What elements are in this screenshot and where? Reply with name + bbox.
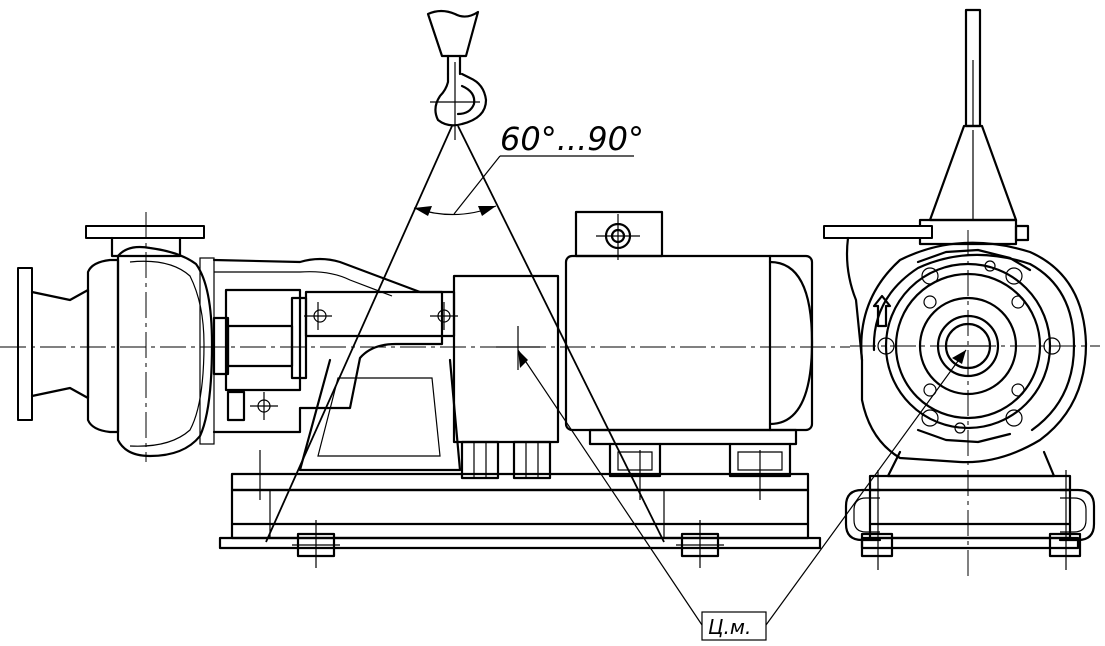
discharge-flange bbox=[85, 225, 205, 239]
pump-side-view bbox=[0, 210, 850, 568]
crane-hook bbox=[426, 9, 488, 140]
sling-angle-indicator bbox=[413, 155, 634, 216]
hook-body bbox=[434, 72, 488, 127]
bearing-bracket bbox=[212, 257, 444, 434]
front-volute bbox=[860, 241, 1088, 464]
center-of-mass-marker-side bbox=[496, 326, 540, 370]
terminal-box bbox=[574, 210, 664, 258]
sling-left bbox=[265, 125, 453, 543]
coupling-guard bbox=[452, 274, 560, 444]
rotation-arrow-icon bbox=[872, 294, 892, 328]
suction-flange bbox=[17, 267, 33, 421]
center-of-mass-label: Ц.м. bbox=[708, 615, 751, 639]
hook-block bbox=[426, 9, 480, 58]
center-of-mass-leaders bbox=[517, 349, 967, 641]
center-of-mass-label-box bbox=[701, 611, 767, 641]
lifting-slings bbox=[265, 125, 665, 543]
electric-motor bbox=[564, 254, 814, 432]
sling-angle-label: 60°...90° bbox=[500, 120, 644, 158]
front-discharge-flange bbox=[823, 225, 933, 239]
flange-bolts bbox=[877, 260, 1061, 434]
pump-front-view bbox=[823, 8, 1100, 580]
base-frame bbox=[230, 472, 810, 492]
lifting-loop-right bbox=[1058, 488, 1096, 542]
volute-casing bbox=[116, 245, 214, 458]
sling-right bbox=[457, 125, 665, 543]
front-base-frame bbox=[868, 488, 1072, 540]
